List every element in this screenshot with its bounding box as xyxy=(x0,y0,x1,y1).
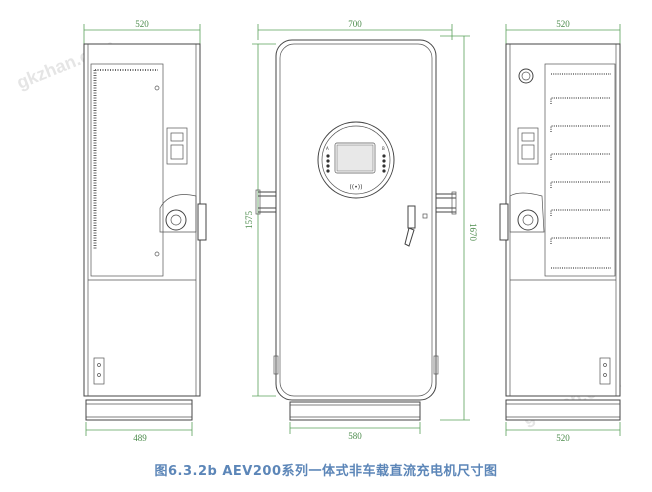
svg-text:A: A xyxy=(326,146,329,151)
left-card-reader xyxy=(166,127,188,165)
front-bottom-width-label: 580 xyxy=(348,431,362,441)
left-inner-panel xyxy=(90,63,164,277)
front-height-right-label: 1670 xyxy=(468,223,478,242)
right-gun-holster xyxy=(509,192,545,233)
front-height-left-label: 1575 xyxy=(244,211,254,230)
front-base xyxy=(289,401,421,421)
left-top-width-label: 520 xyxy=(135,19,149,29)
left-base xyxy=(85,399,193,421)
right-card-reader xyxy=(517,127,539,165)
display-screen xyxy=(334,142,376,174)
right-bottom-width-label: 520 xyxy=(556,433,570,443)
right-side-view: 520 xyxy=(499,19,621,443)
front-door xyxy=(275,39,437,401)
door-handle xyxy=(407,205,416,229)
front-top-width-label: 700 xyxy=(348,19,362,29)
right-top-width-label: 520 xyxy=(556,19,570,29)
front-view: 700 1575 1670 A B xyxy=(244,19,478,441)
left-side-view: 520 489 xyxy=(83,19,207,443)
svg-text:B: B xyxy=(382,146,385,151)
emergency-stop-button xyxy=(518,68,534,84)
figure-caption: 图6.3.2b AEV200系列一体式非车载直流充电机尺寸图 xyxy=(154,464,498,479)
right-base xyxy=(505,399,621,421)
left-bottom-width-label: 489 xyxy=(133,433,147,443)
right-nameplate xyxy=(599,357,611,385)
dimension-drawing: 520 489 xyxy=(83,19,621,443)
left-gun-holster xyxy=(159,194,197,233)
left-nameplate xyxy=(93,357,105,385)
nfc-icon: ((•)) xyxy=(350,184,363,191)
right-vent-panel xyxy=(544,63,616,277)
